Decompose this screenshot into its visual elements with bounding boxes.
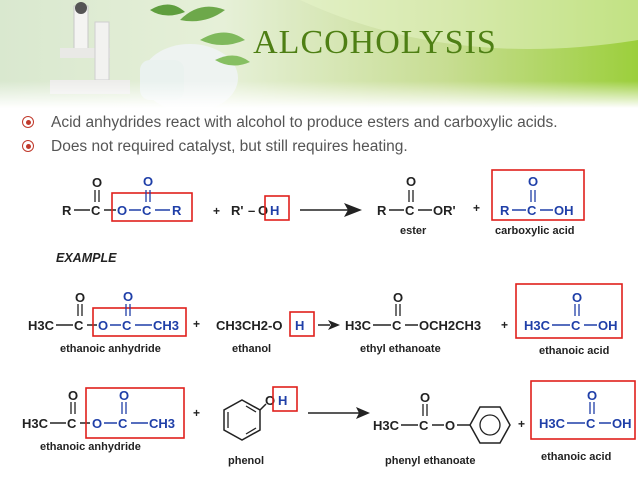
leaving-group-box xyxy=(92,307,187,337)
ester-oxygen-link: O xyxy=(445,418,455,433)
carbonyl-carbon-2: C xyxy=(118,416,128,431)
bridge-oxygen: O xyxy=(92,416,102,431)
plus-sign: + xyxy=(501,318,508,332)
methyl-right: CH3 xyxy=(153,318,179,333)
reaction-arrow xyxy=(328,320,340,330)
bullet-item: Does not required catalyst, but still re… xyxy=(22,138,408,156)
methyl-right: CH3 xyxy=(149,416,175,431)
acid-methyl: H3C xyxy=(539,416,566,431)
reaction-arrow xyxy=(356,407,370,419)
alcohol-r: R' xyxy=(231,203,243,218)
ester-methyl: H3C xyxy=(345,318,372,333)
plus-sign: + xyxy=(193,406,200,420)
alcohol-hydrogen: H xyxy=(270,203,279,218)
acid-methyl: H3C xyxy=(524,318,551,333)
header-banner xyxy=(0,0,638,108)
compound-label: ethanoic acid xyxy=(539,345,609,357)
anhydride-r-left: R xyxy=(62,203,72,218)
hydrogen-box xyxy=(264,195,290,221)
compound-label: phenol xyxy=(228,455,264,467)
acid-oxygen: O xyxy=(587,388,597,403)
alcohol-oxygen: O xyxy=(258,203,268,218)
ester-right: OCH2CH3 xyxy=(419,318,481,333)
carbonyl-carbon: C xyxy=(91,203,101,218)
carbonyl-carbon: C xyxy=(67,416,77,431)
ester-r: R xyxy=(377,203,387,218)
phenol-hydrogen: H xyxy=(278,393,287,408)
acid-box xyxy=(515,283,623,339)
bridge-oxygen: O xyxy=(98,318,108,333)
compound-label: ethanoic anhydride xyxy=(60,343,161,355)
acid-oh: OH xyxy=(612,416,632,431)
acid-box xyxy=(491,169,585,221)
carbonyl-carbon-2: C xyxy=(122,318,132,333)
bullet-text: Acid anhydrides react with alcohol to pr… xyxy=(51,114,558,131)
carbonyl-oxygen: O xyxy=(68,388,78,403)
plus-sign: + xyxy=(193,317,200,331)
general-reaction: R C O O C O R + R' – O H R C xyxy=(62,169,585,237)
ester-carbon: C xyxy=(419,418,429,433)
anhydride-r-right: R xyxy=(172,203,182,218)
methyl-left: H3C xyxy=(28,318,55,333)
example-heading: EXAMPLE xyxy=(56,251,117,265)
acid-box xyxy=(530,380,636,440)
ester-oxygen: O xyxy=(420,390,430,405)
bullet-text: Does not required catalyst, but still re… xyxy=(51,138,408,155)
benzene-ring-icon xyxy=(469,406,511,444)
bullet-item: Acid anhydrides react with alcohol to pr… xyxy=(22,114,558,132)
leaving-group-box xyxy=(85,387,185,439)
acid-oxygen: O xyxy=(528,174,538,189)
ester-methyl: H3C xyxy=(373,418,400,433)
ester-carbon: C xyxy=(405,203,415,218)
acid-carbon: C xyxy=(527,203,537,218)
hydrogen-box xyxy=(272,386,298,412)
phenol-oxygen: O xyxy=(265,393,275,408)
carbonyl-carbon: C xyxy=(74,318,84,333)
carbonyl-oxygen: O xyxy=(92,175,102,190)
carbonyl-oxygen: O xyxy=(75,290,85,305)
ethanol-formula: CH3CH2-O xyxy=(216,318,282,333)
carbonyl-oxygen-2: O xyxy=(123,289,133,304)
acid-oh: OH xyxy=(554,203,574,218)
benzene-ring-icon xyxy=(223,399,267,441)
page-title: ALCOHOLYSIS xyxy=(253,24,497,61)
ester-oxygen: O xyxy=(406,174,416,189)
compound-label: ethyl ethanoate xyxy=(360,343,441,355)
acid-oh: OH xyxy=(598,318,618,333)
acid-carbon: C xyxy=(586,416,596,431)
hydrogen-box xyxy=(289,311,315,337)
compound-label: ethanoic anhydride xyxy=(40,441,141,453)
carbonyl-oxygen-2: O xyxy=(143,174,153,189)
acid-oxygen: O xyxy=(572,290,582,305)
alcohol-dash: – xyxy=(248,203,255,218)
leaving-group-box xyxy=(111,192,193,222)
compound-label: phenyl ethanoate xyxy=(385,455,475,467)
acid-carbon: C xyxy=(571,318,581,333)
carbonyl-oxygen-2: O xyxy=(119,388,129,403)
bullet-icon xyxy=(22,140,34,152)
ester-carbon: C xyxy=(392,318,402,333)
compound-label: ethanol xyxy=(232,343,271,355)
example-1-reaction: H3C C O O C O CH3 + CH3CH2-O H H3C C xyxy=(28,283,623,357)
example-2-reaction: H3C C O O C O CH3 + O xyxy=(22,380,636,467)
acid-r: R xyxy=(500,203,510,218)
methyl-left: H3C xyxy=(22,416,49,431)
plus-sign: + xyxy=(518,417,525,431)
acid-label: carboxylic acid xyxy=(495,225,575,237)
bullet-icon xyxy=(22,116,34,128)
compound-label: ethanoic acid xyxy=(541,451,611,463)
ester-label: ester xyxy=(400,225,427,237)
plus-sign: + xyxy=(473,201,480,215)
ethanol-hydrogen: H xyxy=(295,318,304,333)
plus-sign: + xyxy=(213,204,220,218)
ester-or: OR' xyxy=(433,203,456,218)
ester-oxygen: O xyxy=(393,290,403,305)
bridge-oxygen: O xyxy=(117,203,127,218)
carbonyl-carbon-2: C xyxy=(142,203,152,218)
reaction-arrow xyxy=(344,203,362,217)
